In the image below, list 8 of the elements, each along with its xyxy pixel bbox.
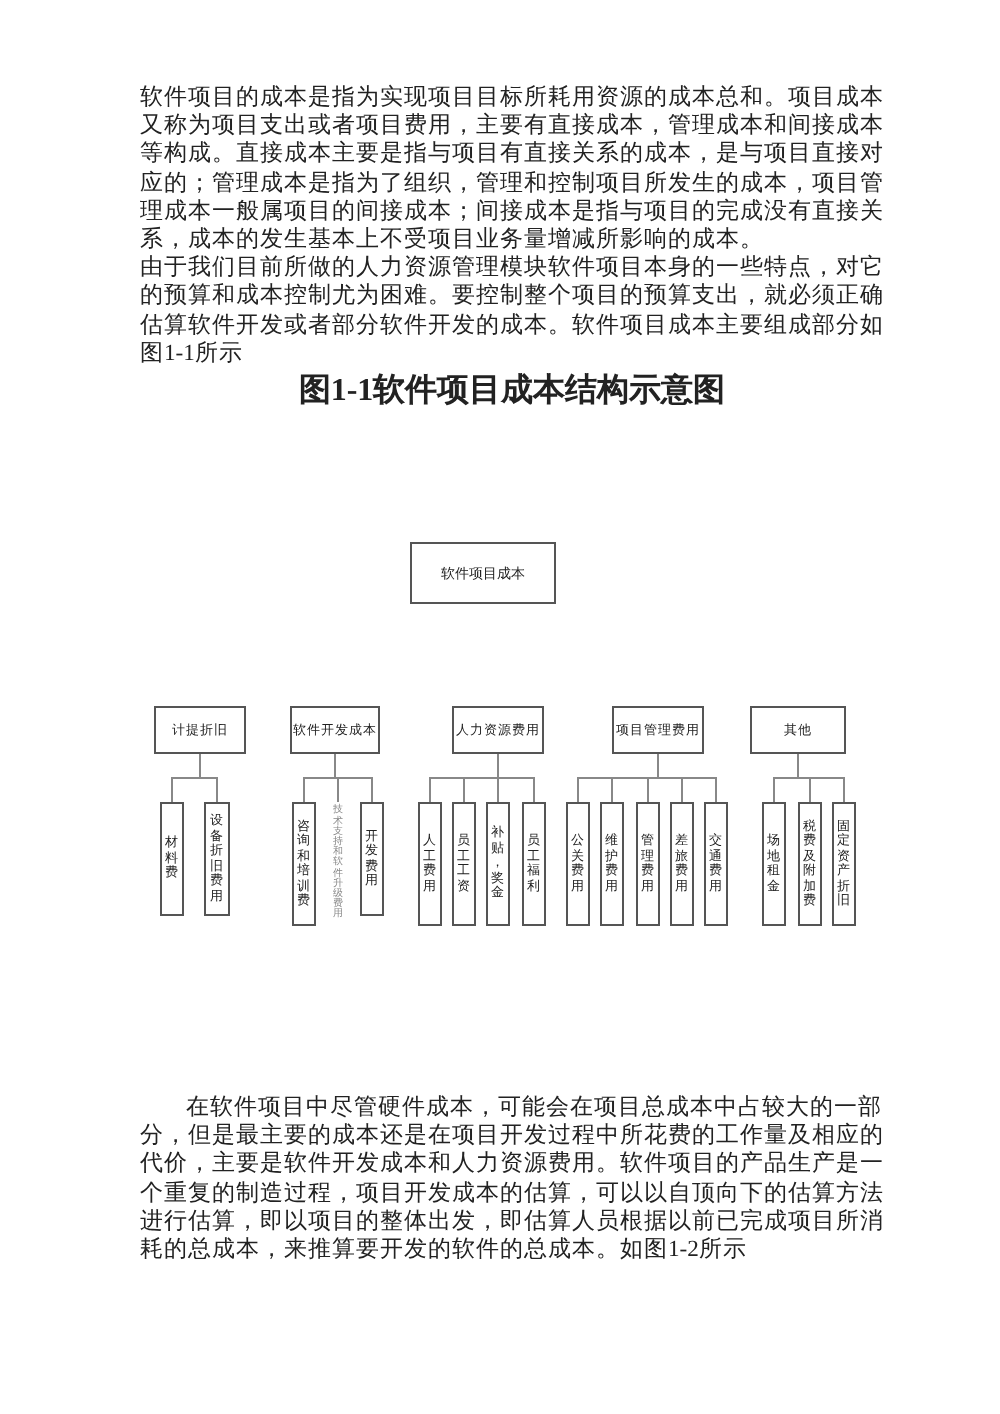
paragraph: 在软件项目中尽管硬件成本，可能会在项目总成本中占较大的一部分，但是最主要的成本还是在项目开发过程中所花费的工作量及相应的代价，主要是软件开发成本和人力资源费用。软件项目的产品生产是一个重复的制造过程，项目开发成本的估算，可以以自顶向下的估算方法进行估算，即以项目的整体出发，即估算人员根据以前已完成项目所消耗的总成本，来推算要开发的软件的总成本。如图1-2所示	[140, 1094, 884, 1265]
figure-title: 图1-1软件项目成本结构示意图	[296, 372, 728, 413]
connector-line	[797, 753, 845, 803]
connector-line	[497, 753, 535, 803]
paragraph: 软件项目的成本是指为实现项目目标所耗用资源的成本总和。项目成本又称为项目支出或者项目费用，主要有直接成本，管理成本和间接成本等构成。直接成本主要是指与项目有直接关系的成本，是与项目直接对应的；管理成本是指为了组织，管理和控制项目所发生的成本，项目管理成本一般属项目的间接成本；间接成本是指与项目的完成没有直接关系，成本的发生基本上不受项目业务量增减所影响的成本。	[140, 84, 884, 254]
connector-line	[657, 753, 717, 803]
paragraph: 由于我们目前所做的人力资源管理模块软件项目本身的一些特点，对它的预算和成本控制尤为困难。要控制整个项目的预算支出，就必须正确估算软件开发或者部分软件开发的成本。软件项目成本主要组成部分如图1-1所示	[140, 254, 884, 369]
connector-line	[199, 753, 218, 803]
